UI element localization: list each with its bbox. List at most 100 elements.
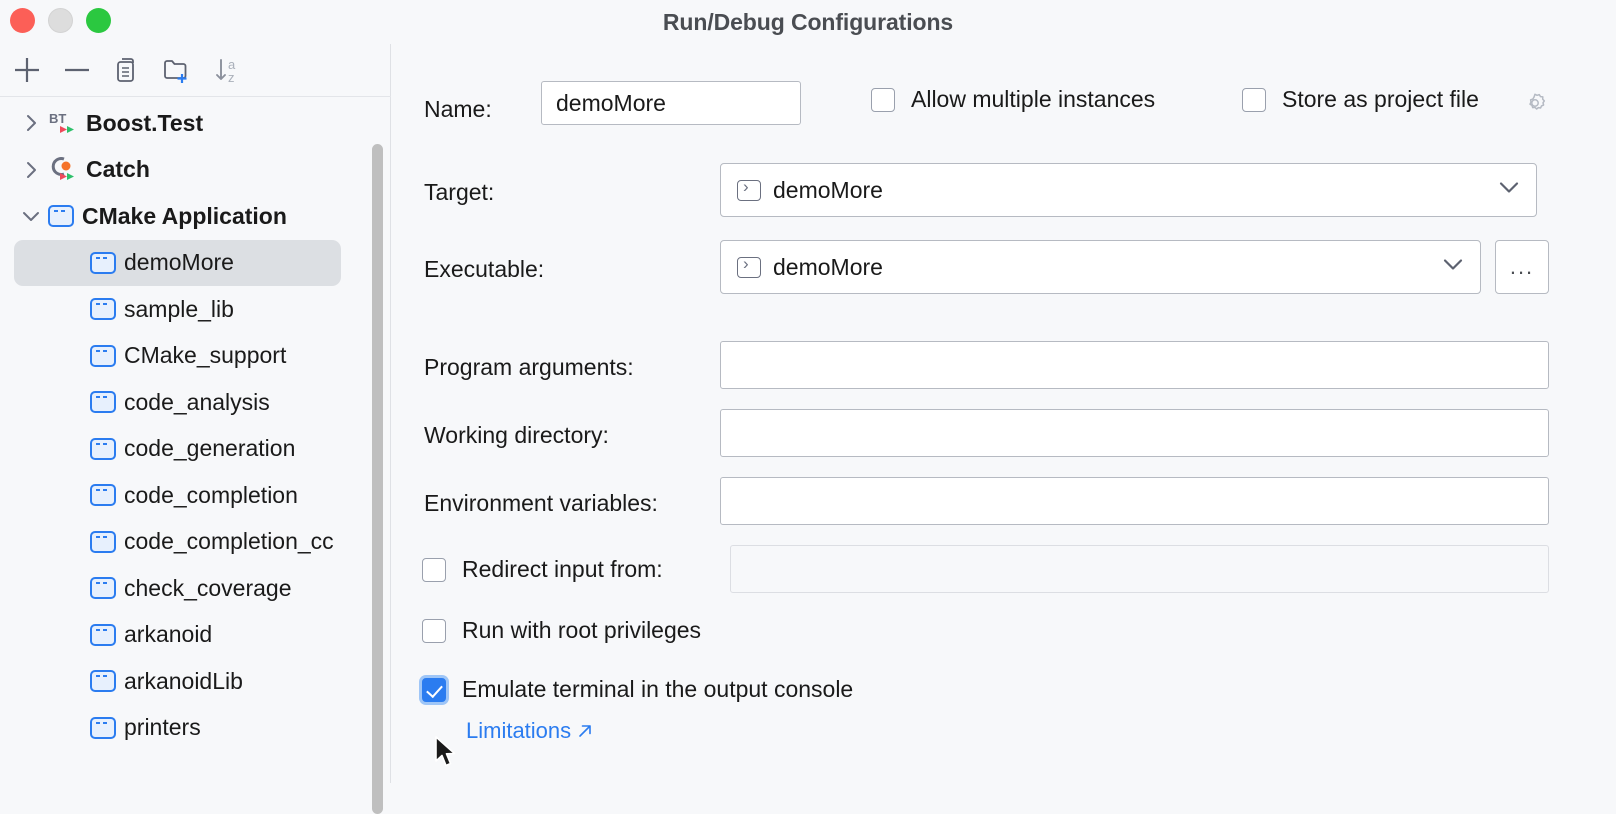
tree-item-code-completion-cc[interactable]: code_completion_cc [0, 519, 391, 566]
redirect-input-box[interactable] [422, 557, 446, 582]
tree-item-code-analysis[interactable]: code_analysis [0, 379, 391, 426]
svg-text:BT: BT [49, 111, 66, 126]
run-with-root-privileges-box[interactable] [422, 618, 446, 643]
sort-az-icon: a z [216, 57, 236, 85]
redirect-input-label: Redirect input from: [462, 556, 663, 582]
catch-icon [48, 155, 78, 185]
target-combobox[interactable]: demoMore [720, 163, 1537, 217]
tree-item-printers[interactable]: printers [0, 705, 391, 752]
tree-item-label: Boost.Test [86, 109, 204, 136]
tree-item-cmake-application[interactable]: CMake Application [0, 193, 391, 240]
working-directory-input[interactable] [720, 409, 1549, 457]
cmake-app-icon [90, 670, 116, 693]
chevron-right-icon[interactable] [14, 147, 48, 193]
tree-item-label: CMake Application [82, 202, 287, 229]
allow-multiple-instances-checkbox[interactable]: Allow multiple instances [871, 86, 1155, 113]
store-as-project-file-box[interactable] [1242, 87, 1266, 112]
chevron-right-icon[interactable] [14, 100, 48, 146]
tree-item-catch[interactable]: Catch [0, 147, 391, 194]
target-value: demoMore [773, 176, 883, 203]
tree-item-label: check_coverage [124, 574, 292, 601]
close-window-button[interactable] [10, 8, 35, 33]
add-configuration-button[interactable] [2, 48, 52, 92]
tree-item-label: Catch [86, 156, 150, 183]
tree-item-label: demoMore [124, 249, 234, 276]
executable-browse-button[interactable]: ... [1495, 240, 1549, 294]
copy-configuration-button[interactable] [102, 48, 152, 92]
sidebar-toolbar-divider [0, 96, 391, 97]
store-as-project-file-label: Store as project file [1282, 86, 1479, 112]
copy-icon [117, 58, 134, 82]
traffic-lights [10, 8, 111, 33]
sidebar-scrollbar[interactable] [372, 144, 383, 814]
tree-item-code-generation[interactable]: code_generation [0, 426, 391, 473]
emulate-terminal-label: Emulate terminal in the output console [462, 676, 854, 702]
boost-test-icon: BT [48, 108, 78, 138]
tree-item-cmake-support[interactable]: CMake_support [0, 333, 391, 380]
new-folder-button[interactable] [152, 48, 202, 92]
chevron-down-icon[interactable] [14, 193, 48, 239]
remove-configuration-button[interactable] [52, 48, 102, 92]
tree-item-arkanoidlib[interactable]: arkanoidLib [0, 658, 391, 705]
working-directory-label: Working directory: [424, 422, 609, 448]
tree-item-label: code_completion [124, 481, 298, 508]
emulate-terminal-box[interactable] [422, 677, 446, 702]
tree-item-demomore[interactable]: demoMore [14, 239, 341, 286]
terminal-icon [737, 176, 761, 201]
limitations-link[interactable]: Limitations [466, 718, 593, 744]
tree-item-sample-lib[interactable]: sample_lib [0, 286, 391, 333]
tree-item-arkanoid[interactable]: arkanoid [0, 612, 391, 659]
store-as-project-file-settings-button[interactable] [1522, 90, 1548, 121]
program-arguments-label: Program arguments: [424, 354, 634, 380]
svg-text:z: z [228, 70, 235, 85]
executable-label: Executable: [424, 256, 545, 282]
redirect-input-checkbox[interactable]: Redirect input from: [422, 556, 663, 583]
store-as-project-file-checkbox[interactable]: Store as project file [1242, 86, 1479, 113]
cmake-app-icon [90, 437, 116, 460]
sort-alphabetically-button[interactable]: a z [202, 48, 252, 92]
run-with-root-privileges-label: Run with root privileges [462, 617, 702, 643]
tree-item-code-completion[interactable]: code_completion [0, 472, 391, 519]
cmake-app-icon [90, 298, 116, 321]
plus-icon [15, 58, 39, 82]
environment-variables-input[interactable] [720, 477, 1549, 525]
target-label: Target: [424, 179, 495, 205]
tree-item-label: sample_lib [124, 295, 234, 322]
allow-multiple-instances-box[interactable] [871, 87, 895, 112]
chevron-down-icon [1442, 258, 1464, 277]
cmake-app-icon [90, 484, 116, 507]
title-bar: Run/Debug Configurations [0, 0, 1616, 44]
minus-icon [65, 68, 89, 72]
name-label: Name: [424, 96, 492, 122]
run-with-root-privileges-checkbox[interactable]: Run with root privileges [422, 617, 701, 644]
tree-item-label: CMake_support [124, 342, 287, 369]
gear-icon [1529, 93, 1546, 110]
cmake-app-icon [90, 716, 116, 739]
program-arguments-input[interactable] [720, 341, 1549, 389]
mouse-cursor [434, 736, 460, 775]
cmake-app-icon [90, 391, 116, 414]
tree-item-check-coverage[interactable]: check_coverage [0, 565, 391, 612]
emulate-terminal-checkbox[interactable]: Emulate terminal in the output console [422, 676, 853, 703]
minimize-window-button[interactable] [48, 8, 73, 33]
configuration-form: Name: demoMore Allow multiple instances … [392, 44, 1616, 783]
new-folder-icon [164, 60, 187, 83]
sidebar-toolbar: a z [0, 44, 391, 96]
cmake-app-icon [90, 530, 116, 553]
tree-item-label: code_completion_cc [124, 528, 334, 555]
executable-combobox[interactable]: demoMore [720, 240, 1481, 294]
redirect-input-path-input[interactable] [730, 545, 1549, 593]
maximize-window-button[interactable] [86, 8, 111, 33]
name-input[interactable]: demoMore [541, 81, 801, 125]
tree-item-label: arkanoid [124, 621, 213, 648]
tree-item-boost-test[interactable]: BT Boost.Test [0, 100, 391, 147]
window-title: Run/Debug Configurations [662, 9, 954, 35]
cmake-app-icon [90, 251, 116, 274]
environment-variables-label: Environment variables: [424, 490, 658, 516]
cmake-app-icon [90, 577, 116, 600]
chevron-down-icon [1498, 181, 1520, 200]
tree-item-label: code_analysis [124, 388, 270, 415]
allow-multiple-instances-label: Allow multiple instances [911, 86, 1156, 112]
